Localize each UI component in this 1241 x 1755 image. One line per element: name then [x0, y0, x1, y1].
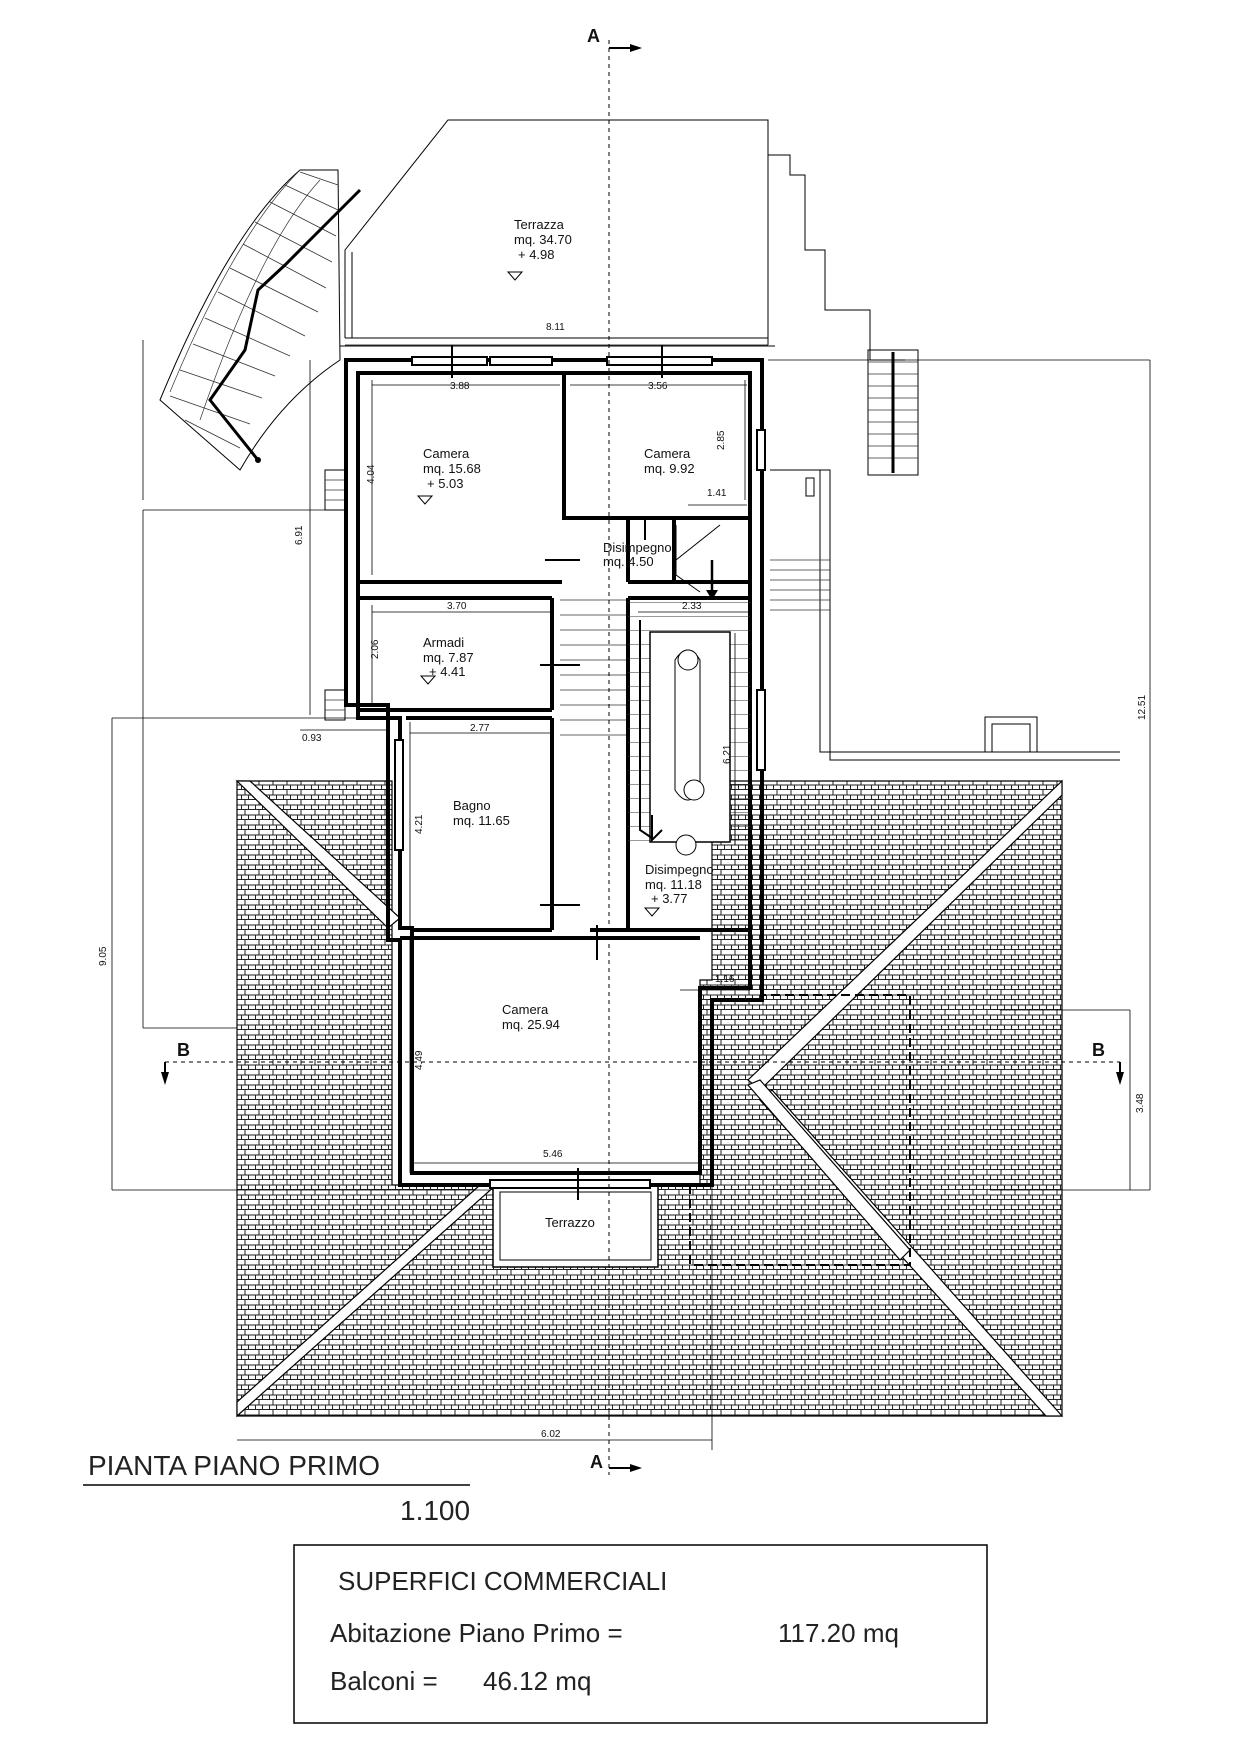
summary-box: SUPERFICI COMMERCIALI Abitazione Piano P…: [293, 1544, 988, 1724]
dimension-labels: 8.11 3.88 3.56 2.85 1.41 4.04 6.91 3.70 …: [98, 322, 1148, 1440]
dimension-lines: [111, 340, 1151, 1450]
dim-2-33: 2.33: [682, 601, 702, 612]
dim-2-06: 2.06: [370, 639, 381, 659]
summary-line2-value: 46.12 mq: [483, 1666, 591, 1696]
dim-6-91: 6.91: [294, 525, 305, 545]
dim-6-21: 6.21: [722, 744, 733, 764]
roof-ridges: [235, 779, 1064, 1418]
terrazza-level: + 4.98: [518, 247, 555, 262]
level-markers: [416, 271, 661, 917]
summary-line1-label: Abitazione Piano Primo =: [330, 1618, 623, 1648]
dim-3-88: 3.88: [450, 381, 470, 392]
terrazza-name: Terrazza: [514, 217, 565, 232]
section-b-right-label: B: [1092, 1040, 1105, 1060]
plan-title: PIANTA PIANO PRIMO: [88, 1450, 380, 1481]
dim-3-70: 3.70: [447, 601, 467, 612]
outer-wall: [344, 358, 764, 1187]
terrazzo-outline: [492, 1184, 659, 1268]
dim-3-48: 3.48: [1135, 1093, 1146, 1113]
dim-6-02: 6.02: [541, 1429, 561, 1440]
camera1-area: mq. 15.68: [423, 461, 481, 476]
armadi-name: Armadi: [423, 635, 464, 650]
camera3-area: mq. 25.94: [502, 1017, 560, 1032]
terrazza-area: mq. 34.70: [514, 232, 572, 247]
dim-9-05: 9.05: [98, 946, 109, 966]
camera1-name: Camera: [423, 446, 470, 461]
disimpegno2-level: + 3.77: [651, 891, 688, 906]
door-marks: [451, 345, 663, 1200]
terrazzo-name: Terrazzo: [545, 1215, 595, 1230]
dim-0-93: 0.93: [302, 733, 322, 744]
dim-8-11: 8.11: [546, 322, 565, 333]
plan-scale: 1.100: [400, 1495, 470, 1526]
armadi-level: + 4.41: [429, 664, 466, 679]
disimpegno2-name: Disimpegno: [645, 862, 714, 877]
dim-2-85: 2.85: [716, 430, 727, 450]
summary-line2-label: Balconi =: [330, 1666, 438, 1696]
title-block: PIANTA PIANO PRIMO 1.100: [83, 1450, 470, 1526]
camera3-name: Camera: [502, 1002, 549, 1017]
summary-line1-value: 117.20 mq: [778, 1618, 899, 1648]
right-exterior-stair: [770, 349, 1120, 761]
camera2-area: mq. 9.92: [644, 461, 695, 476]
bagno-area: mq. 11.65: [453, 813, 510, 828]
camera1-level: + 5.03: [427, 476, 464, 491]
dim-4-49: 4.49: [414, 1050, 425, 1070]
dim-5-46: 5.46: [543, 1149, 563, 1160]
armadi-area: mq. 7.87: [423, 650, 474, 665]
dim-3-56: 3.56: [648, 381, 668, 392]
camera2-name: Camera: [644, 446, 691, 461]
internal-stair: [560, 524, 750, 856]
dim-4-04: 4.04: [366, 464, 377, 484]
room-labels: Terrazza mq. 34.70 + 4.98 Camera mq. 15.…: [423, 217, 714, 1230]
lower-balcony-dashed: [689, 994, 911, 1266]
dim-1-41: 1.41: [707, 488, 727, 499]
disimpegno1-area: mq. 4.50: [603, 554, 654, 569]
section-a-top-label: A: [587, 26, 600, 46]
roof-area: [236, 780, 1063, 1417]
dim-2-77: 2.77: [470, 723, 490, 734]
section-lines: [161, 40, 1124, 1475]
dim-4-21: 4.21: [414, 814, 425, 834]
disimpegno2-area: mq. 11.18: [645, 877, 702, 892]
section-a-bottom-label: A: [590, 1452, 603, 1472]
bagno-name: Bagno: [453, 798, 491, 813]
roof: [235, 779, 1064, 1418]
windows: [394, 356, 766, 1189]
section-labels: A A B B: [177, 26, 1105, 1472]
disimpegno1-name: Disimpegno: [603, 540, 672, 555]
dim-12-51: 12.51: [1137, 695, 1148, 720]
section-b-left-label: B: [177, 1040, 190, 1060]
summary-heading: SUPERFICI COMMERCIALI: [338, 1566, 667, 1596]
terrace-outline: [340, 119, 905, 361]
curved-exterior-stair: [159, 169, 362, 471]
dim-1-16: 1.16: [715, 974, 735, 985]
left-small-steps: [324, 469, 346, 721]
